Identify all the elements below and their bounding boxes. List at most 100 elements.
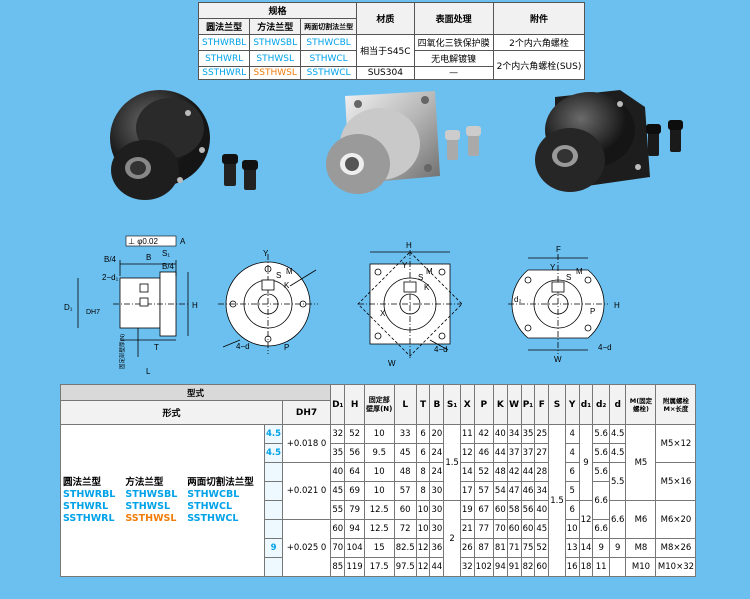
tolerance-label: ⊥ φ0.02 xyxy=(128,237,159,246)
cell: M5×12 xyxy=(655,424,697,463)
bore-size: 4.5 xyxy=(263,424,284,444)
cell: 40 xyxy=(330,462,346,482)
dh7-header: DH7 xyxy=(282,400,332,425)
cell: 12.5 xyxy=(363,519,395,539)
cell: 60 xyxy=(534,557,550,577)
col-header: Y xyxy=(564,384,580,425)
cell: 55 xyxy=(330,500,346,520)
col-header: K xyxy=(492,384,508,425)
cell: 32 xyxy=(330,424,346,444)
form-title: 两面切割法兰型 xyxy=(187,476,254,488)
part-number: STHWCBL xyxy=(187,488,240,500)
dimension-table: 型式 D₁ H 固定部壁厚(N) L T B S₁ X P K W P₁ F S… xyxy=(59,384,697,577)
cell: M8×26 xyxy=(655,538,697,558)
datum-label: A xyxy=(180,237,186,246)
cell: 44 xyxy=(492,443,508,463)
cell: M6×20 xyxy=(655,500,697,539)
round-view-drawing xyxy=(218,254,318,354)
cell: 37 xyxy=(506,443,522,463)
cell: 24 xyxy=(429,443,445,463)
cell: 10 xyxy=(363,481,395,501)
cell: 10 xyxy=(564,519,580,539)
part-number: SSTHWCL xyxy=(187,512,239,524)
bore-size xyxy=(263,462,284,482)
cell: 34 xyxy=(534,481,550,501)
cell: 30 xyxy=(429,519,445,539)
cell: 9 xyxy=(578,424,594,501)
dim-label: X xyxy=(380,309,386,318)
col-header: W xyxy=(506,384,522,425)
material-value: SUS304 xyxy=(356,66,415,80)
cell: 46 xyxy=(520,481,536,501)
col-header: D₁ xyxy=(330,384,346,425)
cell: 6 xyxy=(415,443,431,463)
bore-size xyxy=(263,557,284,577)
cell: 26 xyxy=(459,538,475,558)
dim-label: H xyxy=(406,241,412,250)
dim-label: Y xyxy=(263,249,269,258)
cell: 52 xyxy=(534,538,550,558)
part-number: STHWRL xyxy=(197,50,251,67)
form-title: 圆法兰型 xyxy=(63,476,102,488)
dim-label: P xyxy=(590,307,595,316)
col-header: 固定部壁厚(N) xyxy=(363,384,395,425)
cell: 14 xyxy=(578,538,594,558)
round-flange-photo xyxy=(110,90,258,200)
cell: 85 xyxy=(330,557,346,577)
cell: 57 xyxy=(393,481,417,501)
cell: 52 xyxy=(473,462,494,482)
cell: 5.5 xyxy=(608,462,627,501)
cell: 70 xyxy=(492,519,508,539)
dim-label: B/4 xyxy=(104,255,117,264)
cell: 42 xyxy=(506,462,522,482)
tolerance: +0.025 0 xyxy=(282,519,332,577)
part-number: SSTHWRL xyxy=(197,66,251,80)
cell: 14 xyxy=(459,462,475,482)
dim-label: 固定部壁厚(N) xyxy=(118,334,126,369)
cell: 12.5 xyxy=(363,500,395,520)
cell: 91 xyxy=(506,557,522,577)
part-number: STHWCBL xyxy=(300,34,358,51)
cell: 2 xyxy=(443,500,461,577)
cell: 6.6 xyxy=(608,500,627,539)
cell: 10 xyxy=(363,424,395,444)
surface-value: — xyxy=(413,66,494,80)
cell: M10×32 xyxy=(655,557,697,577)
cell: 13 xyxy=(564,538,580,558)
cell: 77 xyxy=(473,519,494,539)
cell: 44 xyxy=(429,557,445,577)
cell: 33 xyxy=(393,424,417,444)
cell: 20 xyxy=(429,424,445,444)
cell: 67 xyxy=(473,500,494,520)
dim-label: W xyxy=(554,355,562,364)
part-number-highlight: SSTHWSL xyxy=(125,512,177,524)
bore-size: 4.5 xyxy=(263,443,284,463)
type-header: 型式 xyxy=(59,384,332,401)
cell: 64 xyxy=(344,462,365,482)
cell: 5.6 xyxy=(592,443,610,463)
cell: 45 xyxy=(330,481,346,501)
dim-label: L xyxy=(146,367,151,376)
cell: 37 xyxy=(520,443,536,463)
cell: 10 xyxy=(415,500,431,520)
cut-view-drawing xyxy=(508,254,608,354)
cell: 52 xyxy=(344,424,365,444)
cell: 5 xyxy=(564,481,580,501)
cell: 104 xyxy=(344,538,365,558)
cell: 12 xyxy=(459,443,475,463)
part-number: STHWSL xyxy=(249,50,302,67)
col-header: H xyxy=(344,384,365,425)
bore-size xyxy=(263,519,284,539)
cell: M5 xyxy=(625,424,657,501)
cell: M6 xyxy=(625,500,657,539)
cell: 102 xyxy=(473,557,494,577)
cell: 42 xyxy=(473,424,494,444)
cell: 81 xyxy=(492,538,508,558)
square-flange-photo xyxy=(326,91,481,194)
surface-header: 表面处理 xyxy=(413,2,494,35)
dim-label: D₁ xyxy=(64,303,73,312)
bore-size xyxy=(263,481,284,501)
cell: 46 xyxy=(473,443,494,463)
cell: 11 xyxy=(592,557,610,577)
dim-label: Y xyxy=(402,261,408,270)
